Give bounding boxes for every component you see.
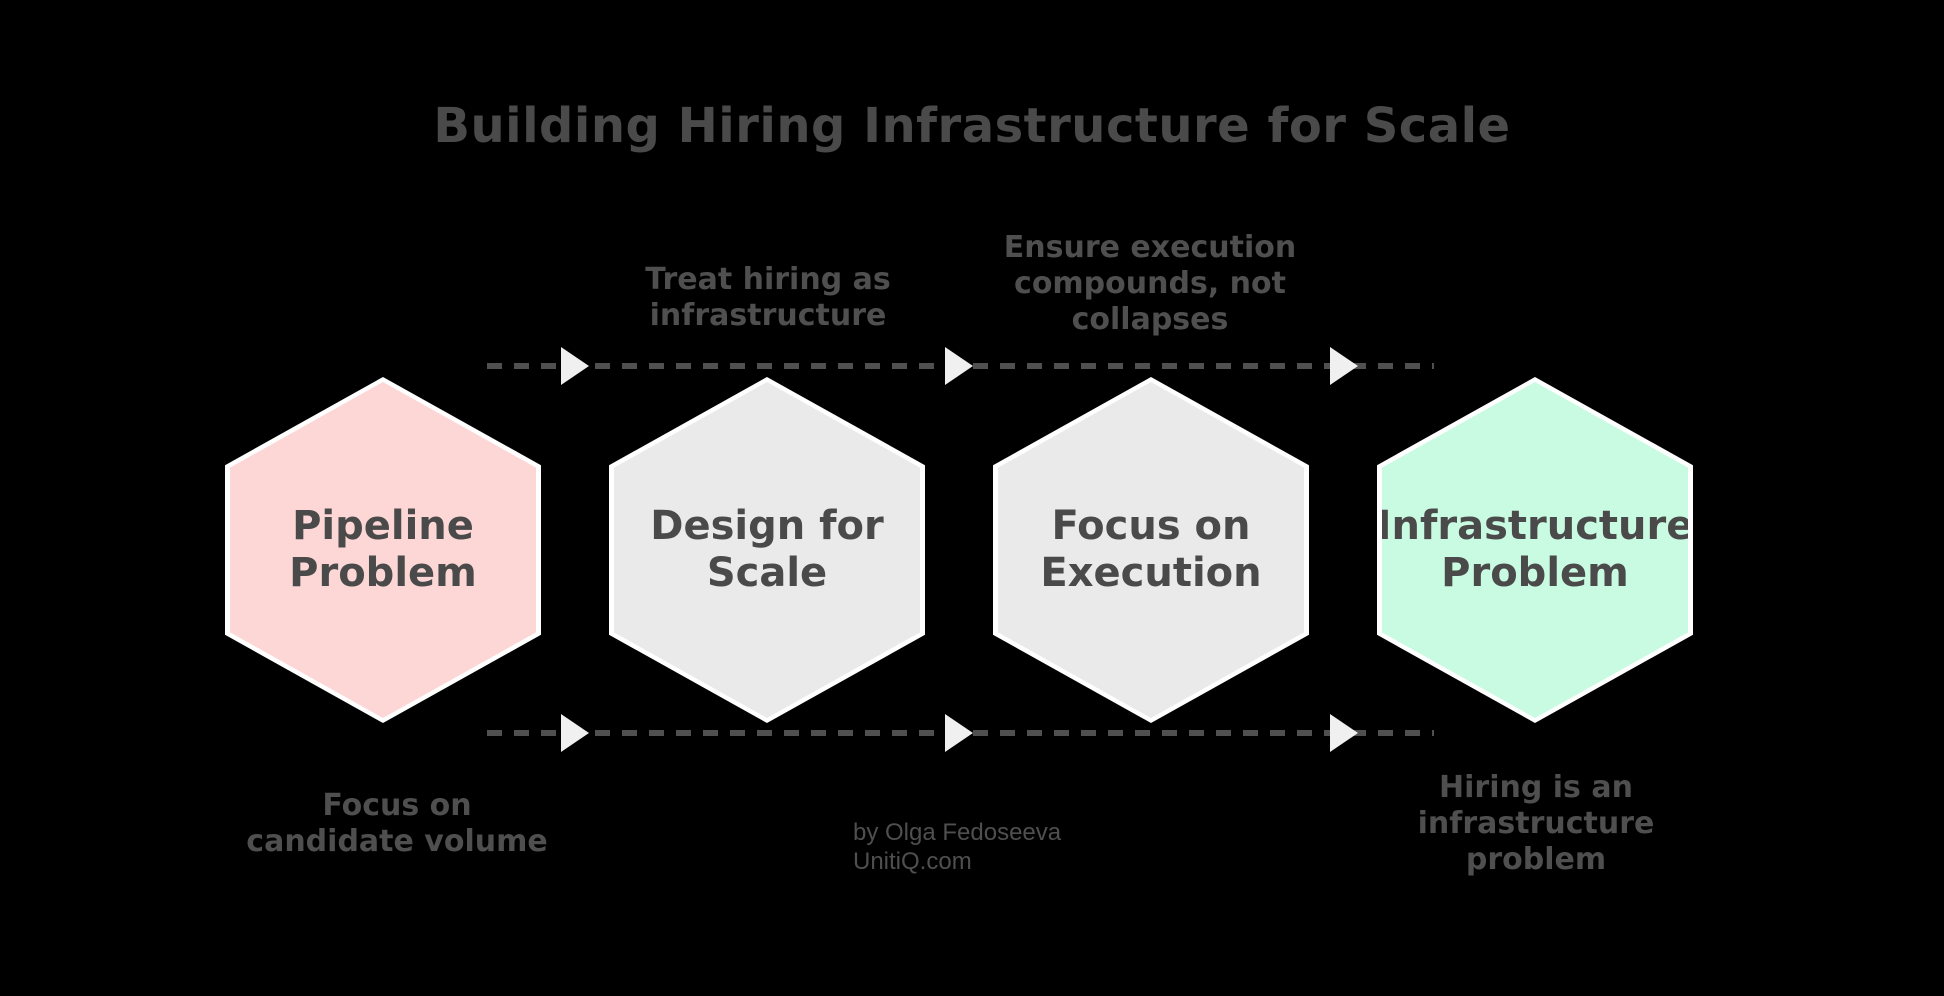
hexagon-infrastructure-problem: Infrastructure Problem [1377, 377, 1693, 723]
hexagon-design-for-scale: Design for Scale [609, 377, 925, 723]
hexagon-pipeline-problem: Pipeline Problem [225, 377, 541, 723]
annotation-treat-hiring: Treat hiring as infrastructure [645, 262, 891, 333]
hexagon-fill: Pipeline Problem [230, 382, 536, 718]
diagram-title: Building Hiring Infrastructure for Scale [433, 98, 1511, 154]
arrowhead-icon [561, 714, 589, 752]
arrowhead-icon [945, 347, 973, 385]
annotation-ensure-execution: Ensure execution compounds, not collapse… [1003, 230, 1297, 337]
arrowhead-icon [1330, 347, 1358, 385]
arrowhead-icon [1330, 714, 1358, 752]
attribution: by Olga Fedoseeva UnitiQ.com [853, 818, 1061, 876]
hexagon-fill: Design for Scale [614, 382, 920, 718]
hexagon-fill: Focus on Execution [998, 382, 1304, 718]
hexagon-label: Infrastructure Problem [1376, 502, 1694, 596]
hexagon-focus-on-execution: Focus on Execution [993, 377, 1309, 723]
hexagon-fill: Infrastructure Problem [1382, 382, 1688, 718]
annotation-focus-candidate-volume: Focus on candidate volume [246, 788, 548, 859]
attribution-author: by Olga Fedoseeva [853, 819, 1062, 846]
arrowhead-icon [945, 714, 973, 752]
hexagon-label: Pipeline Problem [289, 502, 477, 596]
hexagon-label: Design for Scale [650, 502, 884, 596]
arrowhead-icon [561, 347, 589, 385]
hexagon-label: Focus on Execution [1040, 502, 1262, 596]
annotation-hiring-infrastructure-problem: Hiring is an infrastructure problem [1417, 770, 1655, 877]
attribution-site: UnitiQ.com [853, 848, 972, 875]
